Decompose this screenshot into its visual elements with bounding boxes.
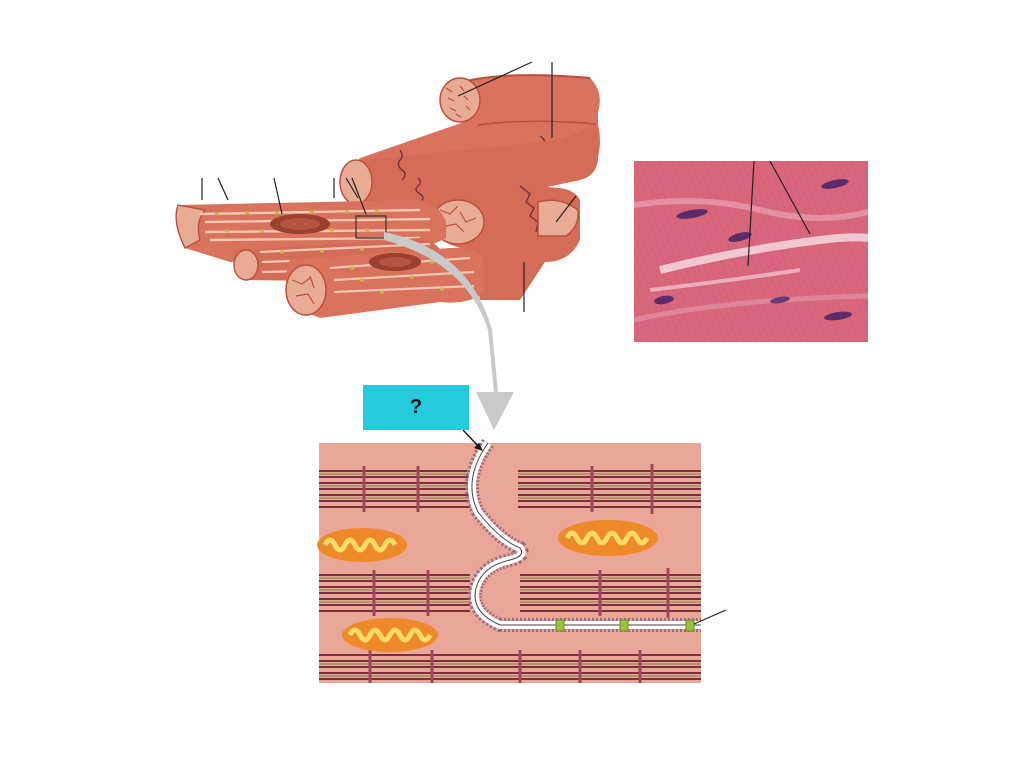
mitochondrion-bottom [342,618,438,652]
thin-filaments [319,473,701,677]
front-fiber [285,247,484,318]
leader-lines-top [201,61,577,312]
myofibrils [319,470,701,680]
question-label-text: ? [409,396,423,418]
pointer-arrow-icon [462,429,483,451]
gap-junctions [555,619,695,632]
cardiac-fibers-illustration [175,61,600,318]
gap-junction-leader [693,609,727,625]
intercalated-disc [465,438,701,632]
magnified-region-box [355,215,387,239]
curved-arrow-icon [384,232,514,430]
question-label-box: ? [363,385,469,430]
z-lines [362,464,670,683]
cell-detail-panel [317,438,727,683]
light-micrograph [633,160,869,342]
mitochondrion-right [558,520,658,556]
mitochondrion-left [317,528,407,562]
